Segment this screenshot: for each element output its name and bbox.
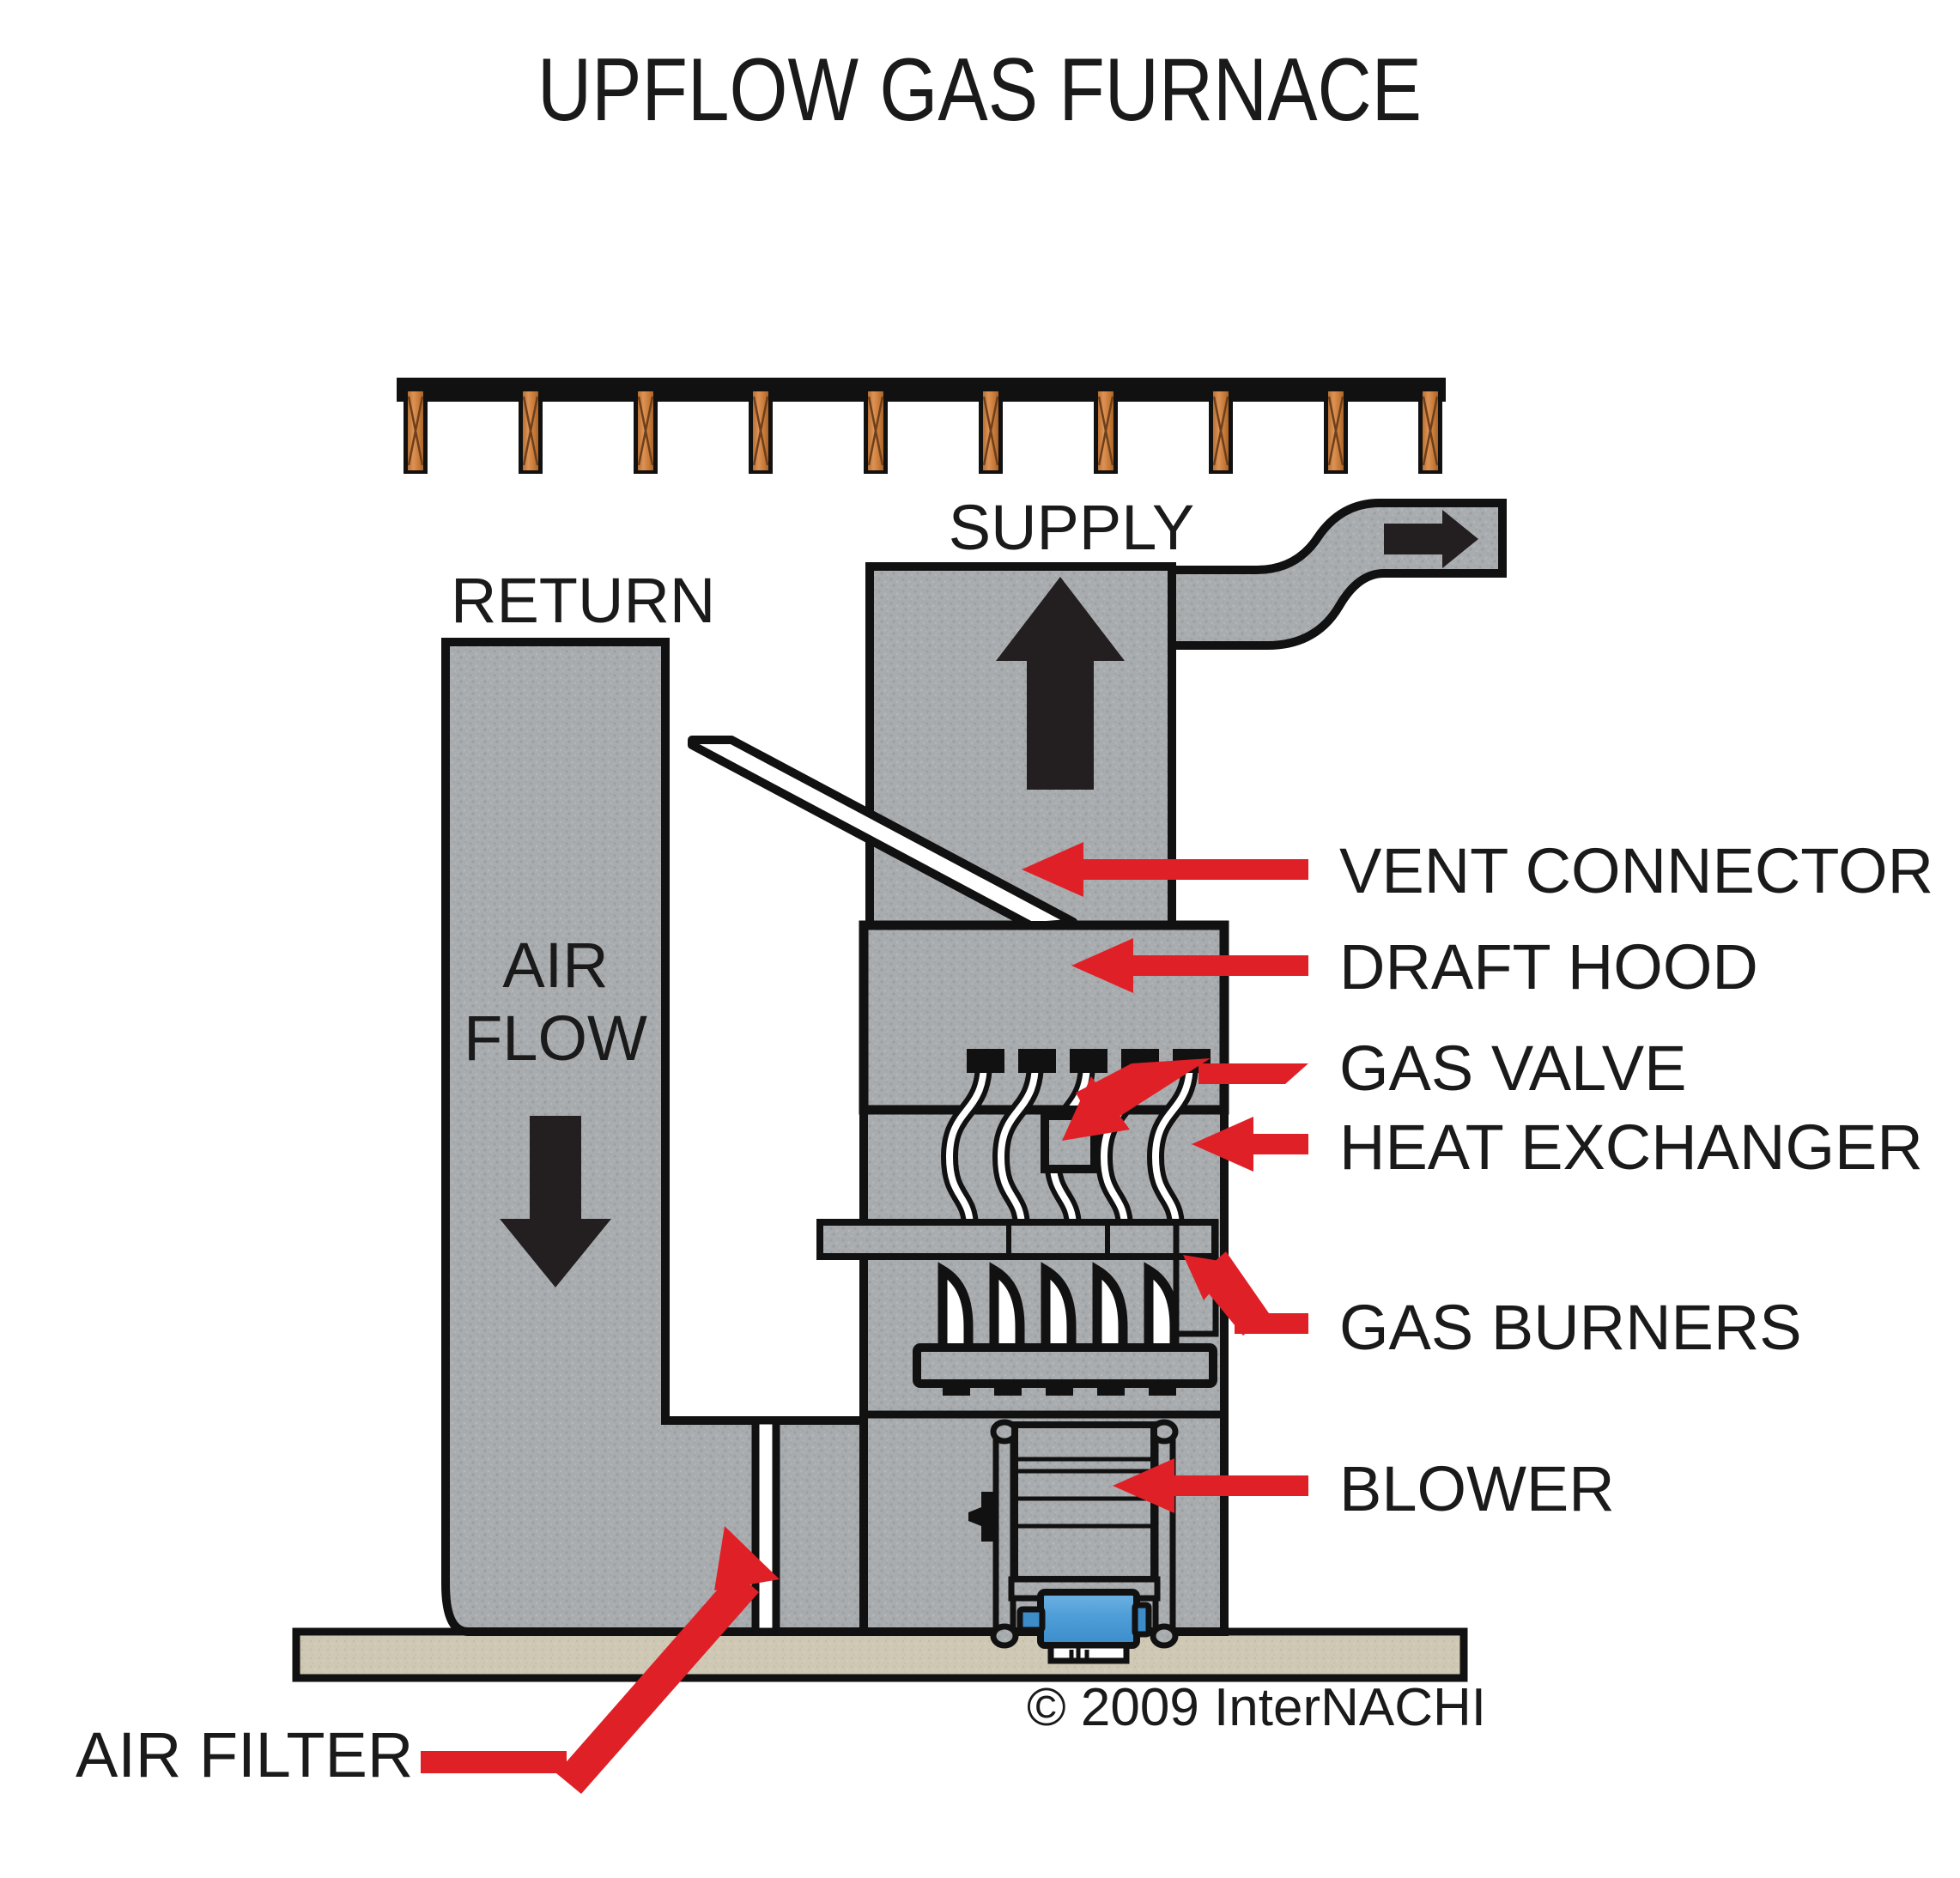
callout-label-gas-burners: GAS BURNERS	[1339, 1292, 1802, 1363]
blower-housing	[1008, 1421, 1161, 1602]
gas-manifold-pipe	[913, 1343, 1217, 1388]
supply-riser-body	[865, 562, 1176, 940]
return-duct-label: RETURN	[451, 565, 715, 636]
callout-label-heat-exchanger: HEAT EXCHANGER	[1339, 1112, 1923, 1183]
vent-connector-pipe	[688, 736, 1077, 930]
ceiling-joist-assembly	[397, 378, 1446, 474]
joist	[1094, 388, 1118, 474]
callout-arrow-blower	[1113, 1458, 1308, 1513]
joist	[749, 388, 773, 474]
blower-motor-body	[1037, 1589, 1140, 1649]
joist	[404, 388, 428, 474]
callout-arrow-gas-burners	[1183, 1251, 1308, 1336]
joist	[1209, 388, 1233, 474]
callout-label-vent-connector: VENT CONNECTOR	[1339, 835, 1933, 906]
heat-exchanger-tube	[992, 1049, 1056, 1236]
callout-labels: VENT CONNECTOR DRAFT HOOD GAS VALVE HEAT…	[76, 835, 1933, 1790]
airflow-label-line1: AIR	[502, 930, 608, 1001]
joist	[1324, 388, 1348, 474]
callout-label-air-filter: AIR FILTER	[76, 1719, 413, 1790]
floor-slab	[292, 1627, 1468, 1682]
blower-housing-slats	[1015, 1457, 1154, 1529]
callout-label-draft-hood: DRAFT HOOD	[1339, 931, 1758, 1003]
callout-arrow-air-filter	[421, 1526, 780, 1794]
supply-up-arrow-icon	[996, 577, 1125, 790]
airflow-indicator: AIR FLOW	[464, 930, 647, 1287]
joist	[979, 388, 1003, 474]
callout-arrow-draft-hood	[1071, 938, 1308, 993]
supply-plenum: SUPPLY	[865, 492, 1195, 940]
air-filter-element	[751, 1416, 780, 1636]
page-title: UPFLOW GAS FURNACE	[537, 40, 1422, 140]
joist	[1418, 388, 1442, 474]
joist	[634, 388, 658, 474]
supply-duct-label: SUPPLY	[949, 492, 1195, 563]
joist	[519, 388, 543, 474]
blower-compartment	[864, 1410, 1224, 1664]
joist-group	[404, 388, 1442, 474]
airflow-down-arrow-icon	[500, 1116, 611, 1287]
ceiling-beam	[397, 378, 1446, 402]
heat-exchanger-tube	[940, 1049, 1004, 1236]
airflow-label-line2: FLOW	[464, 1003, 647, 1074]
heat-exchanger-support-rail	[816, 1219, 1219, 1337]
joist	[864, 388, 888, 474]
callout-label-gas-valve: GAS VALVE	[1339, 1033, 1686, 1104]
callout-arrow-heat-exchanger	[1192, 1117, 1308, 1172]
supply-right-arrow-icon	[1384, 510, 1478, 568]
vent-connector	[688, 736, 1077, 930]
supply-takeoff-duct	[1168, 499, 1507, 650]
blower-motor-shaft	[1016, 1606, 1046, 1633]
blower-motor	[1016, 1589, 1152, 1664]
callout-arrow-gas-valve	[1062, 1058, 1308, 1141]
callout-arrows	[421, 842, 1308, 1794]
callout-label-blower: BLOWER	[1339, 1453, 1615, 1524]
copyright-notice: © 2009 InterNACHI	[1027, 1678, 1486, 1737]
callout-arrow-vent-connector	[1022, 842, 1308, 897]
